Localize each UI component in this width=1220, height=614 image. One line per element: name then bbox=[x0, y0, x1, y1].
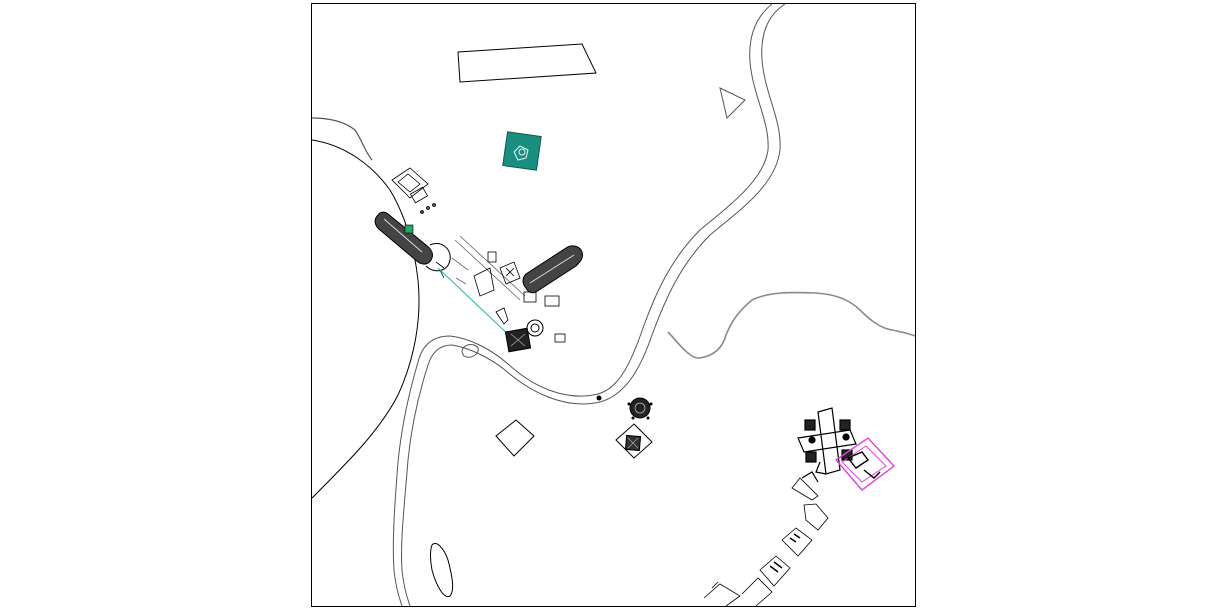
cross-building-right[interactable] bbox=[797, 407, 857, 483]
service-lanes bbox=[451, 235, 526, 301]
main-road-line-1 bbox=[401, 4, 786, 606]
survey-line-cyan bbox=[437, 267, 513, 339]
road-loop bbox=[461, 344, 479, 358]
drawing-frame bbox=[311, 3, 916, 607]
square-building-below-road[interactable] bbox=[615, 423, 653, 459]
contour-line-right bbox=[667, 291, 915, 359]
dense-building-center[interactable] bbox=[504, 327, 532, 353]
round-courtyard[interactable] bbox=[404, 224, 451, 279]
field-polygon-top bbox=[457, 43, 597, 83]
capsule-building-right[interactable] bbox=[522, 245, 583, 294]
road-flag-triangle bbox=[719, 87, 746, 119]
small-structures-center[interactable] bbox=[473, 251, 566, 343]
plot-row-bottom-right bbox=[703, 477, 829, 606]
circular-plaza[interactable] bbox=[526, 319, 544, 337]
capsule-building-left[interactable] bbox=[374, 211, 433, 265]
island-bottom-left bbox=[430, 543, 454, 598]
magenta-building[interactable] bbox=[834, 437, 896, 491]
road-marker-dot bbox=[596, 395, 602, 401]
main-road-line-2 bbox=[392, 4, 773, 606]
river-bank-left-outer bbox=[312, 139, 420, 499]
road-edge-upper-left bbox=[312, 117, 373, 161]
teal-building[interactable] bbox=[502, 131, 542, 171]
plot-diamond-lower-left bbox=[495, 419, 535, 457]
round-building-road[interactable] bbox=[627, 397, 653, 420]
building-complex-upper-left[interactable] bbox=[391, 167, 436, 214]
